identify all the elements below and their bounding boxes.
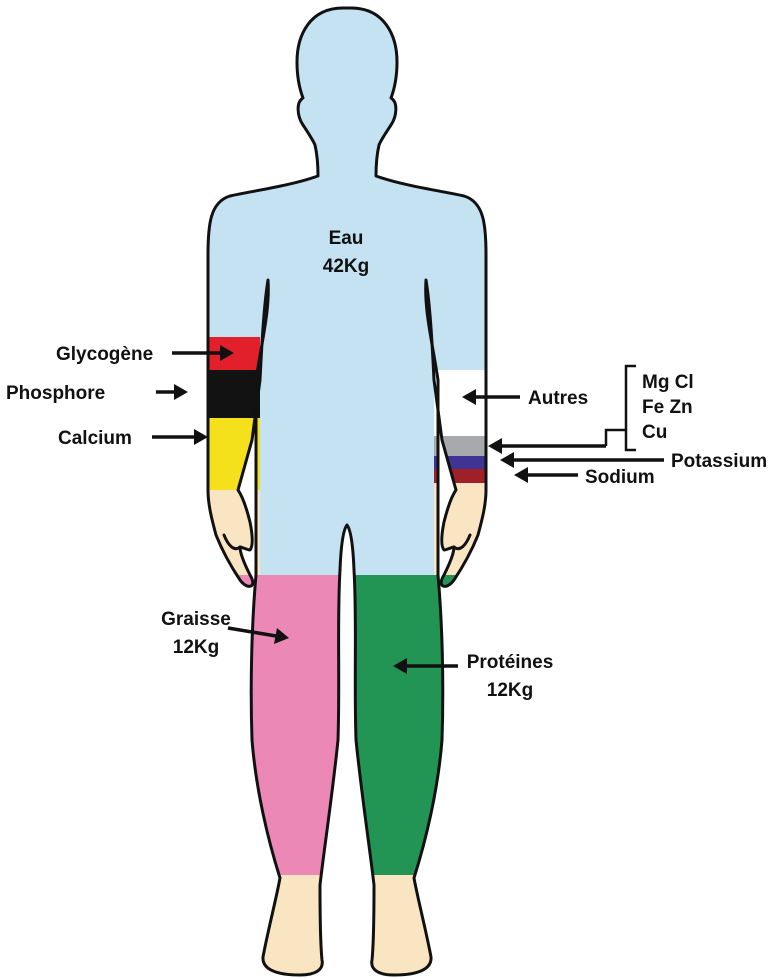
others-label: Autres <box>528 388 588 409</box>
others-list-bracket <box>606 366 636 450</box>
others-list-item-2: Fe Zn <box>642 397 693 418</box>
sodium-arrowhead <box>514 467 528 483</box>
protein-name-label: Protéines <box>467 652 554 673</box>
potassium-arrowhead <box>500 452 514 468</box>
fat-mass-label: 12Kg <box>173 637 219 658</box>
sodium-label: Sodium <box>585 467 655 488</box>
fat-leg-region <box>230 575 347 875</box>
water-name-label: Eau <box>329 228 364 249</box>
others-list-item-3: Cu <box>642 422 667 443</box>
phosphore-label: Phosphore <box>6 383 105 404</box>
body-regions <box>180 0 514 978</box>
protein-leg-region <box>347 575 464 875</box>
phosphore-arrowhead <box>174 384 188 400</box>
fat-name-label: Graisse <box>161 609 231 630</box>
sodium-band <box>434 469 514 483</box>
potassium-label: Potassium <box>671 451 767 472</box>
protein-mass-label: 12Kg <box>487 680 533 701</box>
calcium-label: Calcium <box>58 428 132 449</box>
calcium-arrowhead <box>194 429 208 445</box>
phosphore-band <box>180 370 260 418</box>
others-list-item-1: Mg Cl <box>642 372 694 393</box>
glycogen-label: Glycogène <box>56 344 153 365</box>
bracket-connector-arrowhead <box>488 438 502 454</box>
water-mass-label: 42Kg <box>323 256 369 277</box>
